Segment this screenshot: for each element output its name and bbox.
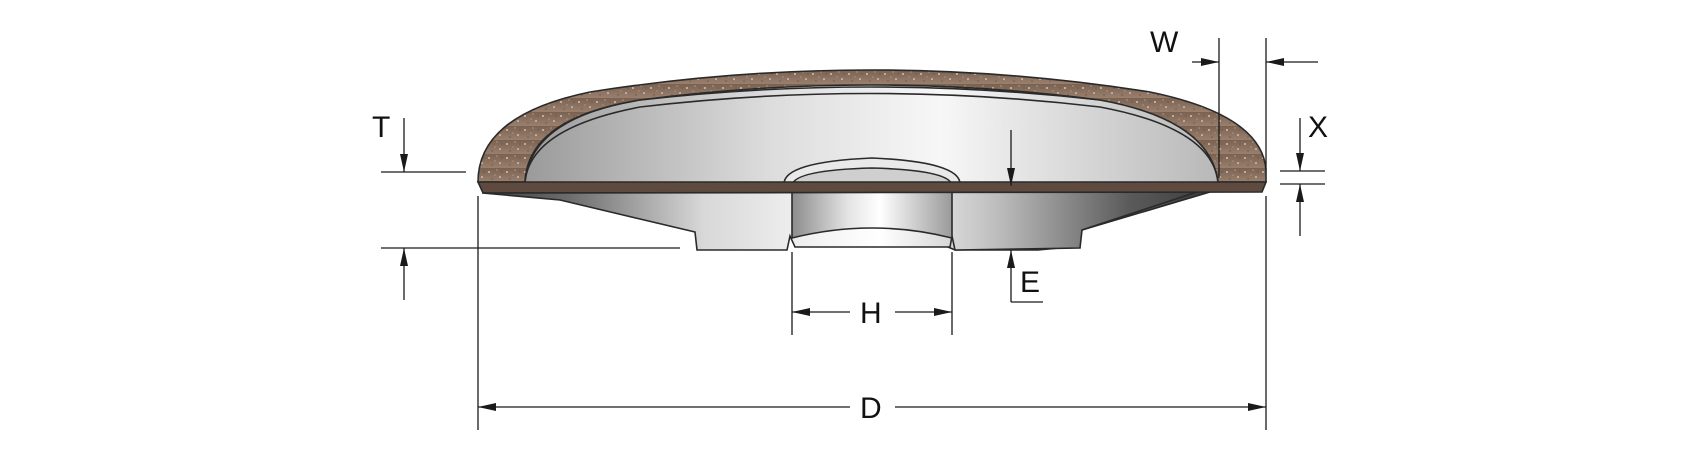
label-d: D bbox=[860, 392, 882, 425]
center-bore bbox=[791, 184, 953, 240]
label-w: W bbox=[1150, 26, 1179, 59]
rim-side-band bbox=[476, 181, 1268, 194]
dimension-x: X bbox=[1280, 111, 1328, 236]
abrasive-rim bbox=[477, 69, 1267, 183]
abrasive-rim-inner-edge bbox=[524, 92, 1219, 183]
dimension-t: T bbox=[372, 111, 680, 300]
dimension-d: D bbox=[477, 196, 1267, 430]
label-t: T bbox=[372, 111, 390, 144]
dimension-h: H bbox=[791, 252, 953, 335]
dimension-w: W bbox=[1150, 26, 1318, 178]
label-h: H bbox=[860, 297, 882, 330]
hub-bore-top bbox=[791, 167, 953, 186]
label-e: E bbox=[1020, 266, 1040, 299]
dimension-e: E bbox=[1007, 130, 1043, 303]
label-x: X bbox=[1308, 111, 1328, 144]
